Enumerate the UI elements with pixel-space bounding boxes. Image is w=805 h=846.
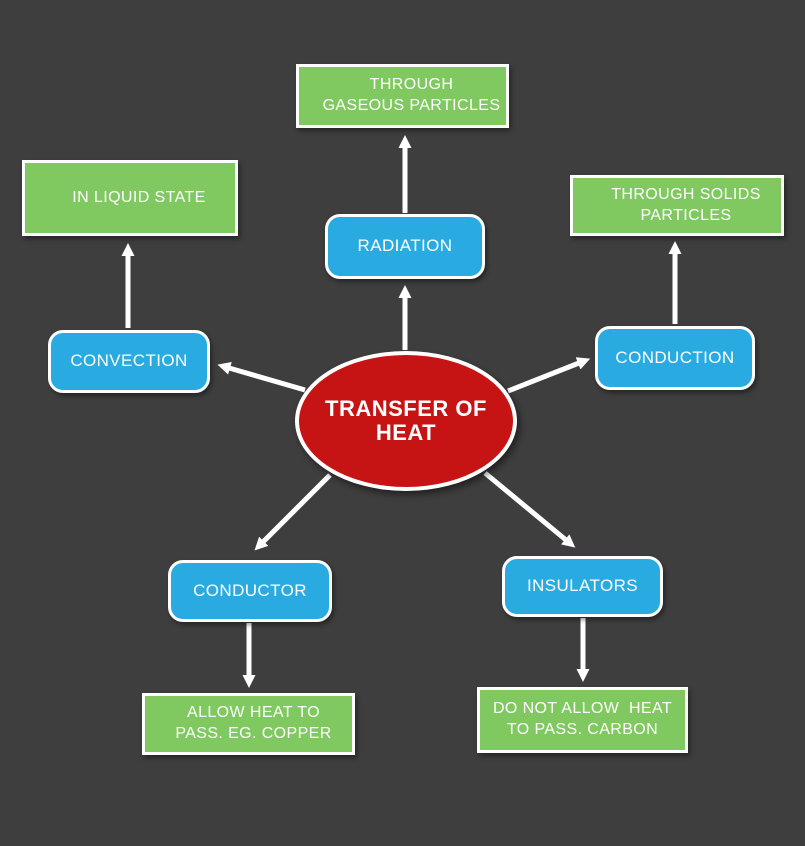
edge-center-to-conductor xyxy=(254,473,332,551)
node-allow-heat-to-pass: ALLOW HEAT TO PASS. EG. COPPER xyxy=(142,693,355,755)
node-do-not-allow-heat-to-pass: DO NOT ALLOW HEAT TO PASS. CARBON xyxy=(477,687,688,753)
node-label: ALLOW HEAT TO PASS. EG. COPPER xyxy=(175,704,332,742)
node-label: CONDUCTOR xyxy=(193,580,307,600)
node-label: RADIATION xyxy=(357,236,453,256)
node-conductor: CONDUCTOR xyxy=(168,560,332,622)
edge-center-to-insulators xyxy=(483,471,576,548)
node-convection: CONVECTION xyxy=(48,330,210,393)
edge-center-to-convection xyxy=(217,362,306,393)
node-label: INSULATORS xyxy=(526,576,639,596)
node-label: CONDUCTION xyxy=(615,347,735,367)
node-radiation: RADIATION xyxy=(325,214,485,279)
node-transfer-of-heat: TRANSFER OF HEAT xyxy=(295,351,517,491)
diagram-title: TRANSFER OF HEAT xyxy=(325,395,494,445)
node-label: CONVECTION xyxy=(70,351,188,371)
node-conduction: CONDUCTION xyxy=(595,326,755,390)
edge-center-to-conduction xyxy=(507,357,591,394)
node-label: THROUGH GASEOUS PARTICLES xyxy=(322,76,501,114)
node-in-liquid-state: IN LIQUID STATE xyxy=(22,160,238,236)
node-label: THROUGH SOLIDS PARTICLES xyxy=(611,185,761,224)
node-through-gaseous-particles: THROUGH GASEOUS PARTICLES xyxy=(296,64,509,128)
node-label: IN LIQUID STATE xyxy=(72,188,206,206)
node-through-solids-particles: THROUGH SOLIDS PARTICLES xyxy=(570,175,784,236)
node-label: DO NOT ALLOW HEAT TO PASS. CARBON xyxy=(492,700,673,738)
node-insulators: INSULATORS xyxy=(502,556,663,617)
